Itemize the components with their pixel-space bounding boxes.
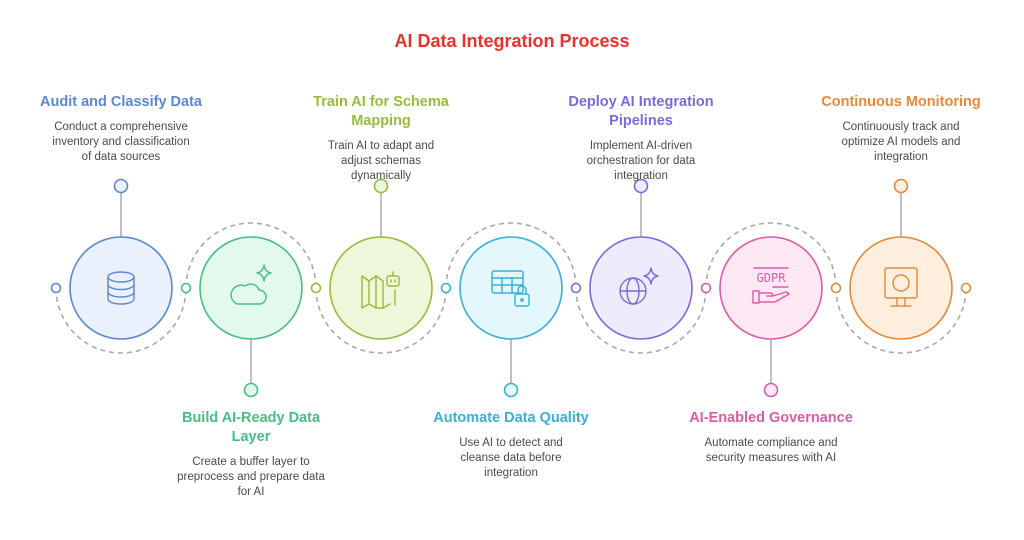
connector-dot (633, 178, 649, 194)
gdpr-hand-icon: GDPR (752, 267, 790, 304)
gdpr-label: GDPR (757, 271, 787, 285)
map-robot-icon (361, 271, 400, 309)
dashed-connector-arc (55, 287, 187, 354)
step-circle (719, 236, 823, 340)
step-title: Continuous Monitoring (821, 94, 981, 110)
junction-dot (570, 282, 582, 294)
table-lock-icon (491, 270, 530, 307)
junction-dot (180, 282, 192, 294)
junction-dot (310, 282, 322, 294)
connector-dot (243, 382, 259, 398)
connector-dot (763, 382, 779, 398)
junction-dot (830, 282, 842, 294)
dashed-connector-arc (835, 287, 967, 354)
step-title: Audit and Classify Data (40, 94, 202, 110)
step-description: Use AI to detect and cleanse data before… (459, 437, 563, 479)
step-node (589, 236, 693, 340)
step-title: Build AI-Ready Data Layer (181, 410, 321, 445)
step-description: Conduct a comprehensive inventory and cl… (52, 121, 190, 163)
step-description: Automate compliance and security measure… (704, 437, 838, 464)
junction-dot (440, 282, 452, 294)
connector-dot (373, 178, 389, 194)
connector-dot (893, 178, 909, 194)
step-circle (459, 236, 563, 340)
step-description: Create a buffer layer to preprocess and … (177, 456, 325, 498)
step-description: Continuously track and optimize AI model… (841, 121, 961, 163)
dashed-connector-arc (185, 222, 317, 289)
globe-sparkle-icon (619, 267, 659, 305)
step-node (199, 236, 303, 340)
junction-dot (700, 282, 712, 294)
junction-dot (50, 282, 62, 294)
step-circle (199, 236, 303, 340)
step-description: Implement AI-driven orchestration for da… (586, 140, 696, 182)
step-node (329, 236, 433, 340)
junction-dot (960, 282, 972, 294)
dashed-connector-arc (705, 222, 837, 289)
step-circle (69, 236, 173, 340)
dashed-connector-arc (445, 222, 577, 289)
step-title: AI-Enabled Governance (689, 410, 853, 426)
step-title: Deploy AI Integration Pipelines (568, 94, 714, 129)
step-circle (849, 236, 953, 340)
page-title: AI Data Integration Process (394, 31, 630, 51)
dashed-connector-arc (315, 287, 447, 354)
step-description: Train AI to adapt and adjust schemas dyn… (327, 140, 435, 182)
step-node (69, 236, 173, 340)
step-node: GDPR (719, 236, 823, 340)
step-node (849, 236, 953, 340)
monitor-camera-icon (884, 267, 918, 307)
step-title: Train AI for Schema Mapping (313, 94, 449, 129)
step-title: Automate Data Quality (433, 410, 589, 426)
step-circle (589, 236, 693, 340)
step-node (459, 236, 563, 340)
connector-dot (113, 178, 129, 194)
step-circle (329, 236, 433, 340)
connector-dot (503, 382, 519, 398)
database-icon (107, 271, 135, 305)
dashed-connector-arc (575, 287, 707, 354)
cloud-sparkle-icon (230, 264, 272, 305)
